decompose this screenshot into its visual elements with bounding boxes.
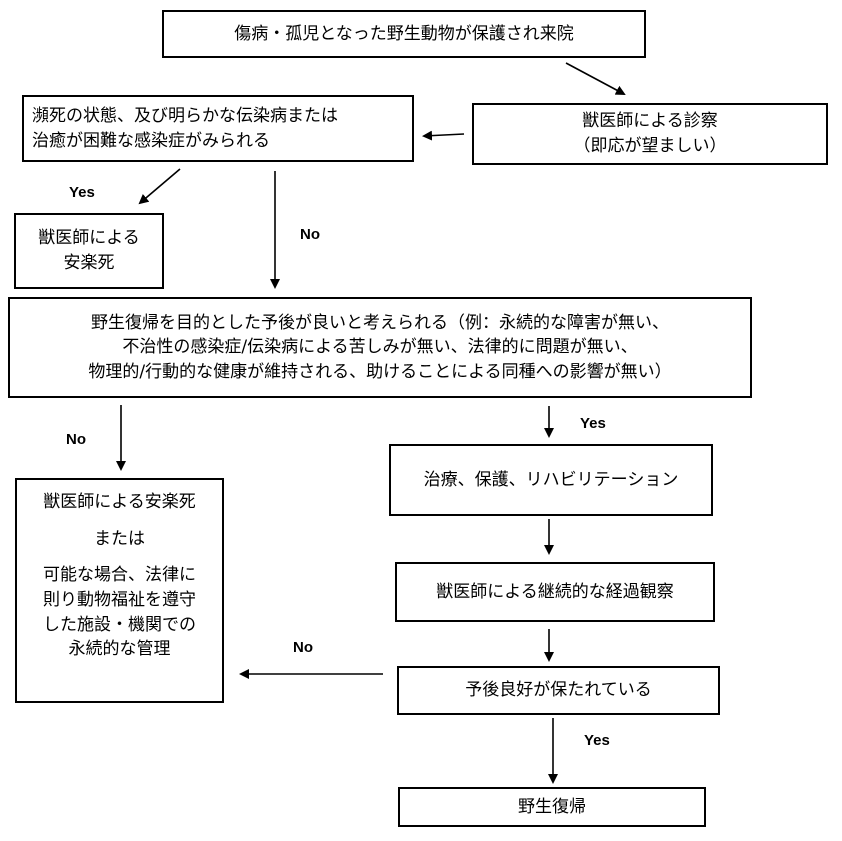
label-yes-release: Yes <box>584 732 610 749</box>
release-box: 野生復帰 <box>398 787 706 827</box>
alternative-line-4: 永続的な管理 <box>68 639 171 660</box>
euthanasia-text-line-2: 安楽死 <box>63 253 115 273</box>
euthanasia-text-line-1: 獣医師による <box>38 228 140 249</box>
label-yes-euthanasia: Yes <box>69 184 95 201</box>
label-yes-treatment: Yes <box>580 415 606 432</box>
alternative-line-1: 可能な場合、法律に <box>43 565 196 586</box>
condition2-text-line-1: 野生復帰を目的とした予後が良いと考えられる（例：永続的な障害が無い、 <box>91 312 669 333</box>
condition1-text-line-1: 瀕死の状態、及び明らかな伝染病または <box>32 105 338 126</box>
arrow-start-to-exam <box>565 62 626 95</box>
prognosis-text: 予後良好が保たれている <box>465 680 652 701</box>
start-text: 傷病・孤児となった野生動物が保護され来院 <box>234 23 574 44</box>
condition1-text-line-2: 治癒が困難な感染症がみられる <box>32 130 270 151</box>
condition2-text-line-3: 物理的/行動的な健康が維持される、助けることによる同種への影響が無い） <box>88 361 672 382</box>
release-text: 野生復帰 <box>518 796 586 817</box>
observation-text: 獣医師による継続的な経過観察 <box>436 581 674 602</box>
condition1-box: 瀕死の状態、及び明らかな伝染病または 治癒が困難な感染症がみられる <box>22 95 414 162</box>
prognosis-box: 予後良好が保たれている <box>397 666 720 715</box>
arrow-condition1-to-euthanasia <box>138 168 181 205</box>
alternative-or: または <box>94 528 145 549</box>
exam-text-line-2: （即応が望ましい） <box>573 136 727 156</box>
treatment-text: 治療、保護、リハビリテーション <box>423 469 679 490</box>
alternative-line-2: 則り動物福祉を遵守 <box>43 589 196 610</box>
label-no-prognosis: No <box>293 639 313 656</box>
arrow-exam-to-condition1 <box>422 130 465 141</box>
condition2-box: 野生復帰を目的とした予後が良いと考えられる（例：永続的な障害が無い、 不治性の感… <box>8 297 752 398</box>
start-box: 傷病・孤児となった野生動物が保護され来院 <box>162 10 646 58</box>
condition2-text-line-2: 不治性の感染症/伝染病による苦しみが無い、法律的に問題が無い、 <box>122 337 638 358</box>
alternative-box: 獣医師による安楽死 または 可能な場合、法律に 則り動物福祉を遵守 した施設・機… <box>15 478 224 703</box>
observation-box: 獣医師による継続的な経過観察 <box>395 562 715 622</box>
exam-box: 獣医師による診察 （即応が望ましい） <box>472 103 828 165</box>
euthanasia-box: 獣医師による 安楽死 <box>14 213 164 289</box>
alternative-line-3: した施設・機関での <box>43 614 196 635</box>
label-no-condition2: No <box>300 226 320 243</box>
label-no-alternative: No <box>66 431 86 448</box>
exam-text-line-1: 獣医師による診察 <box>582 111 718 132</box>
alternative-title: 獣医師による安楽死 <box>43 492 196 512</box>
treatment-box: 治療、保護、リハビリテーション <box>389 444 713 516</box>
